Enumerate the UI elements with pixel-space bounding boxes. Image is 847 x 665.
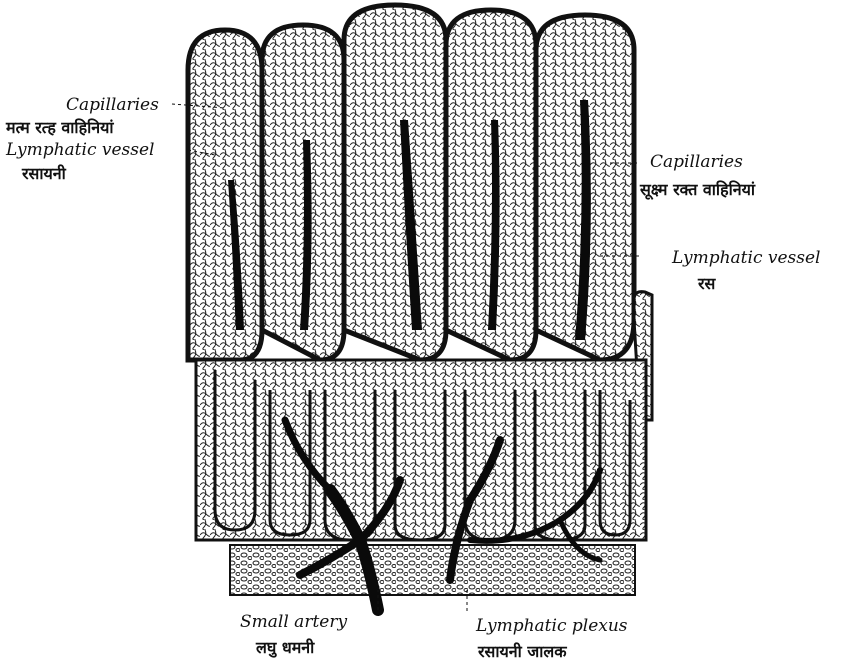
lymphatic-vessel-right-hindi-label: रस — [698, 272, 715, 294]
capillaries-right-label: Capillaries — [650, 152, 743, 172]
capillaries-right-hindi-label: सूक्ष्म रक्त वाहिनियां — [640, 178, 755, 200]
capillaries-left-label: Capillaries — [66, 95, 159, 115]
lymphatic-vessel-right-label: Lymphatic vessel — [672, 248, 820, 268]
crypt-zone — [196, 360, 646, 540]
capillaries-left-hindi-label: मत्म रत्ह वाहिनियां — [6, 116, 114, 138]
lymphatic-plexus-label: Lymphatic plexus — [476, 616, 628, 636]
villus-3 — [344, 5, 446, 360]
villus-1 — [188, 30, 262, 360]
lymphatic-vessel-left-label: Lymphatic vessel — [6, 140, 154, 160]
lymphatic-plexus-hindi-label: रसायनी जालक — [478, 640, 567, 662]
small-artery-hindi-label: लघु धमनी — [256, 636, 314, 658]
submucosa-band — [230, 545, 635, 595]
lymphatic-vessel-left-hindi-label: रसायनी — [22, 162, 66, 184]
small-artery-label: Small artery — [240, 612, 347, 632]
